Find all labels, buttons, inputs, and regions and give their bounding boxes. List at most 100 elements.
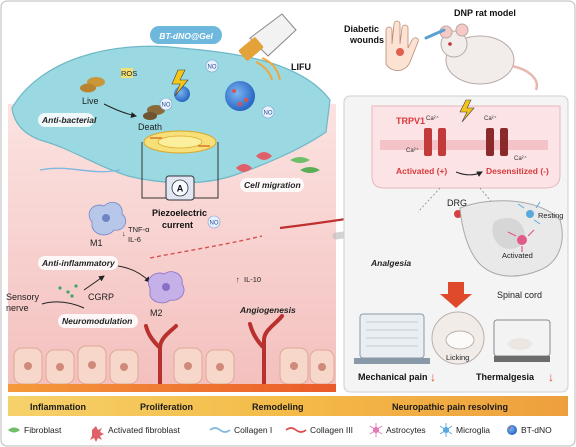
- curve-arrow: [455, 171, 483, 177]
- no-label-3: NO: [264, 111, 273, 117]
- ca-label-3: Ca²⁺: [484, 115, 497, 122]
- neuro-panel: Diabetic wounds DNP rat model TRPV1 Ca²⁺…: [343, 8, 569, 393]
- sensory-line-1: Sensory: [6, 292, 40, 302]
- collagen-iii-fiber: [149, 235, 263, 259]
- ca-label-2: Ca²⁺: [406, 147, 419, 154]
- legend-label-6: BT-dNO: [521, 425, 552, 435]
- m1-label: M1: [90, 238, 103, 248]
- cgrp-label: CGRP: [88, 292, 114, 302]
- syringe-icon: [424, 28, 446, 40]
- skin-cells: [13, 345, 335, 385]
- drg-label: DRG: [447, 198, 467, 208]
- legend: Fibroblast Activated fibroblast Collagen…: [8, 423, 552, 442]
- circuit-wire: [141, 142, 219, 199]
- microglia-icon: [439, 423, 453, 437]
- big-down-arrow: [440, 282, 472, 308]
- death-label: Death: [138, 122, 162, 132]
- bacteria-live-icon: [80, 77, 105, 93]
- collagen-i-fiber: [39, 167, 121, 173]
- piezo-current-line1: Piezoelectric: [152, 208, 207, 218]
- anti-bacterial-label: Anti-bacterial: [41, 115, 97, 125]
- trpv1-label: TRPV1: [396, 116, 425, 126]
- spinal-cord-label: Spinal cord: [497, 290, 542, 300]
- thermal-test-icon: [493, 319, 551, 362]
- wounds-line-1: Diabetic: [344, 24, 379, 34]
- stage-inflammation: Inflammation: [30, 402, 86, 412]
- astrocyte-icon: [369, 423, 383, 437]
- lifu-label: LIFU: [291, 62, 311, 72]
- analgesia-label: Analgesia: [370, 258, 411, 268]
- blood-vessel-icon: [144, 314, 284, 390]
- wounds-label: Diabetic wounds: [344, 24, 384, 45]
- trpv1-channel-desens-icon: [486, 128, 508, 156]
- piezo-current-line2: current: [162, 220, 193, 230]
- macrophage-m1-icon: [88, 201, 127, 236]
- hand-icon: [385, 20, 419, 71]
- collagen-i-icon: [209, 427, 231, 433]
- activated-fibroblast-icon: [90, 426, 104, 442]
- live-label: Live: [82, 96, 99, 106]
- mechanical-test-icon: [354, 313, 430, 364]
- legend-label-5: Microglia: [456, 425, 490, 435]
- sensory-line-2: nerve: [6, 303, 29, 313]
- thermalgesia-label: Thermalgesia: [476, 372, 535, 382]
- m2-label: M2: [150, 308, 163, 318]
- no-label-1: NO: [208, 65, 217, 71]
- ros-label: ROS: [121, 69, 137, 78]
- ultrasound-probe-icon: [238, 13, 297, 81]
- fibroblast-icon: [8, 427, 20, 433]
- legend-label-0: Fibroblast: [24, 425, 62, 435]
- il6-label: IL-6: [128, 235, 141, 244]
- microglia-resting-icon: [517, 201, 541, 225]
- legend-label-1: Activated fibroblast: [108, 425, 180, 435]
- resting-label: Resting: [538, 211, 563, 220]
- stage-remodeling: Remodeling: [252, 402, 304, 412]
- ca-label-1: Ca²⁺: [426, 115, 439, 122]
- activated-glia-label: Activated: [502, 251, 533, 260]
- lightning-icon-2: [459, 99, 475, 123]
- thermal-down-arrow: ↓: [548, 370, 554, 384]
- trpv1-channel-active-icon: [424, 128, 446, 156]
- down-arrow-tnf: ↓: [122, 229, 126, 238]
- up-arrow-il10: ↑: [236, 275, 240, 284]
- stage-proliferation: Proliferation: [140, 402, 193, 412]
- ammeter-label: A: [177, 184, 184, 194]
- macrophage-m2-icon: [148, 271, 185, 304]
- neuromodulation-label: Neuromodulation: [62, 316, 132, 326]
- desensitized-label: Desensitized (-): [486, 166, 549, 176]
- anti-inflammatory-label: Anti-inflammatory: [41, 258, 116, 268]
- stage-neuropathic: Neuropathic pain resolving: [392, 402, 508, 412]
- wounds-line-2: wounds: [349, 35, 384, 45]
- tnf-label: TNF-α: [128, 225, 150, 234]
- legend-label-2: Collagen I: [234, 425, 272, 435]
- rat-icon: [439, 23, 539, 91]
- drg-dashed-line: [417, 187, 501, 213]
- mechanical-down-arrow: ↓: [430, 370, 436, 384]
- bt-dno-icon: [507, 425, 517, 435]
- mechanical-pain-label: Mechanical pain: [358, 372, 428, 382]
- model-title: DNP rat model: [454, 8, 516, 18]
- lightning-icon: [171, 69, 189, 97]
- angiogenesis-label: Angiogenesis: [239, 305, 296, 315]
- fibroblast-cluster-icon: [236, 152, 320, 173]
- ca-label-4: Ca²⁺: [514, 155, 527, 162]
- wound-panel: BT-dNO@Gel LIFU Live ROS Death: [6, 13, 336, 392]
- spinal-cord-icon: [459, 200, 563, 277]
- collagen-iii-icon: [285, 427, 307, 433]
- no-label-2: NO: [162, 103, 171, 109]
- piezo-field-icon: [143, 130, 217, 154]
- legend-label-3: Collagen III: [310, 425, 353, 435]
- licking-label: Licking: [446, 353, 469, 362]
- hydrogel-badge: BT-dNO@Gel: [159, 31, 213, 41]
- stage-bar: [8, 396, 568, 416]
- bacteria-dead-icon: [143, 105, 165, 120]
- microglia-activated-icon: [507, 229, 535, 252]
- sensory-nerve-label: Sensory nerve: [6, 292, 42, 313]
- activated-label: Activated (+): [396, 166, 447, 176]
- legend-label-4: Astrocytes: [386, 425, 426, 435]
- cell-migration-label: Cell migration: [244, 180, 301, 190]
- cgrp-dots: [58, 284, 78, 298]
- licking-inset: [431, 311, 485, 365]
